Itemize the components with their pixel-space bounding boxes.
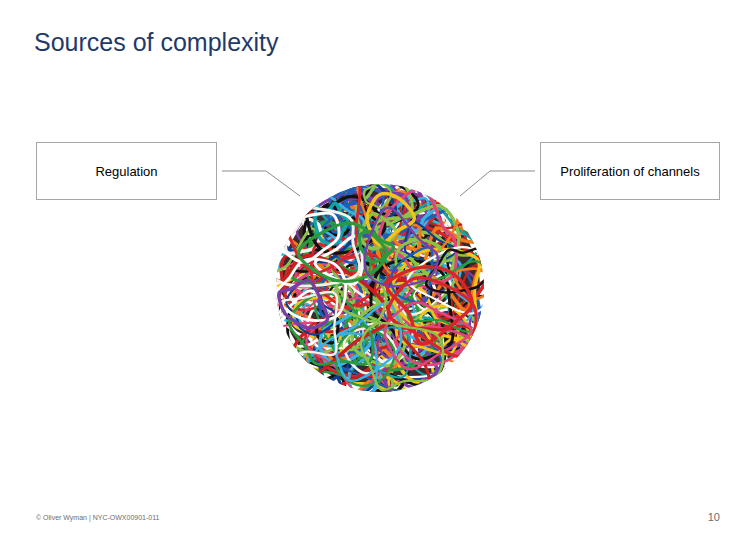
page-number: 10: [708, 511, 720, 523]
yarn-strand: [268, 213, 339, 262]
yarn-strand: [279, 280, 328, 328]
copyright-footer: © Oliver Wyman | NYC-OWX00901-011: [36, 514, 159, 521]
callout-label: Regulation: [95, 164, 157, 179]
yarn-strand: [258, 292, 338, 370]
yarn-strand: [385, 302, 472, 369]
yarn-strand: [357, 153, 461, 276]
leader-line: [222, 171, 300, 196]
callout-box: Regulation: [36, 142, 217, 200]
yarn-strand: [388, 278, 476, 357]
leader-line: [460, 171, 535, 196]
callout-box: Proliferation of channels: [540, 142, 720, 200]
yarn-strand: [365, 208, 438, 287]
slide-title: Sources of complexity: [34, 28, 279, 57]
yarn-strands: [245, 153, 521, 421]
yarn-strand: [289, 293, 373, 365]
yarn-strand: [335, 303, 401, 381]
yarn-strand: [275, 256, 390, 378]
yarn-strand: [298, 223, 386, 281]
callout-label: Proliferation of channels: [560, 164, 699, 179]
yarn-strand: [273, 205, 359, 286]
yarn-strand: [361, 323, 444, 391]
